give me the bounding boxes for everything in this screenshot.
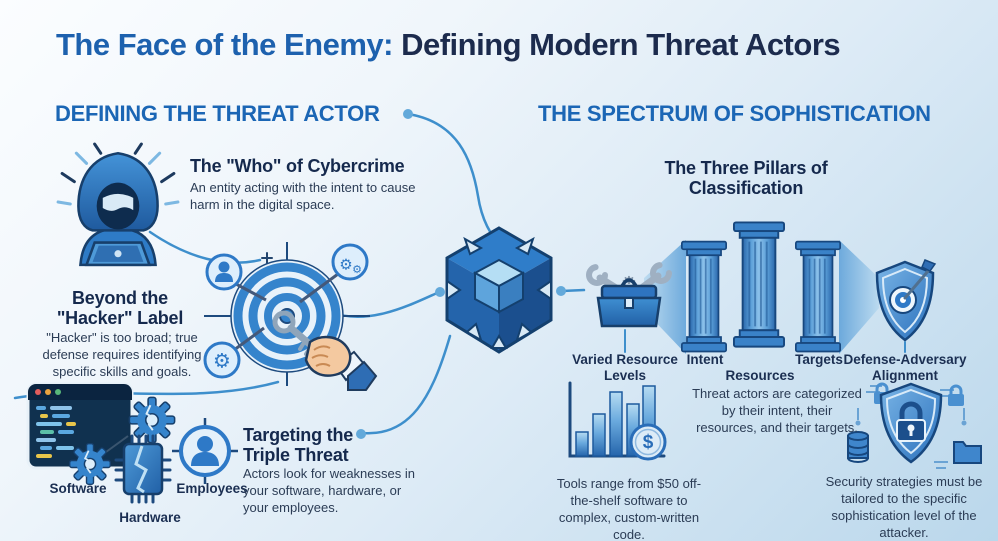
hacker-icon <box>56 142 180 267</box>
employees-icon <box>172 418 238 484</box>
target-icon: ⚙ ⚙ ⚙ <box>203 242 378 391</box>
pillar-icon-resources <box>733 221 785 348</box>
beyond-heading: Beyond the "Hacker" Label <box>56 288 184 329</box>
resource-levels-body: Tools range from $50 off-the-shelf softw… <box>556 476 702 541</box>
targeting-heading: Targeting the Triple Threat <box>243 425 354 466</box>
page-title: The Face of the Enemy: Defining Modern T… <box>56 27 841 63</box>
right-section-header: THE SPECTRUM OF SOPHISTICATION <box>538 101 931 126</box>
svg-text:$: $ <box>643 432 654 453</box>
targets-label: Targets <box>795 352 843 367</box>
shield-target-icon <box>875 259 937 342</box>
right-beam-shape <box>839 240 879 354</box>
targeting-body: Actors look for weaknesses in your softw… <box>243 466 415 515</box>
gears-satellite-icon: ⚙ ⚙ <box>331 243 369 281</box>
beyond-body: "Hacker" is too broad; true defense requ… <box>42 330 202 379</box>
alignment-body: Security strategies must be tailored to … <box>825 474 983 540</box>
svg-text:⚙: ⚙ <box>213 349 231 373</box>
pillars-heading: The Three Pillars of Classification <box>664 158 828 199</box>
pillar-icon-intent <box>681 240 727 353</box>
pillar-icon-targets <box>795 240 841 353</box>
gear-satellite-icon: ⚙ <box>203 341 241 379</box>
svg-text:⚙: ⚙ <box>352 263 362 276</box>
code-window-icon <box>26 382 176 486</box>
resources-label: Resources <box>725 368 795 383</box>
dollar-coin-icon: $ <box>629 423 667 461</box>
hand-icon <box>304 335 378 391</box>
svg-text:⚙: ⚙ <box>339 256 352 274</box>
alignment-label: Defense-Adversary Alignment <box>843 352 967 383</box>
folder-icon <box>953 441 982 464</box>
padlock-icon <box>896 401 926 442</box>
database-icon <box>847 431 869 463</box>
shield-lock-icon <box>847 382 982 469</box>
employees-label: Employees <box>176 481 248 496</box>
toolbox-icon: ⚙ <box>586 262 672 328</box>
who-body: An entity acting with the intent to caus… <box>190 180 416 212</box>
puzzle-cube-icon <box>445 226 553 354</box>
who-heading: The "Who" of Cybercrime <box>190 156 405 176</box>
bar-chart-icon: $ <box>568 381 667 461</box>
left-section-header: DEFINING THE THREAT ACTOR <box>55 101 380 126</box>
cracked-gear-icon <box>68 442 112 486</box>
page-title-highlight: The Face of the Enemy: <box>56 27 393 62</box>
plus-icon <box>261 252 273 264</box>
software-label: Software <box>49 481 107 496</box>
pillars-body: Threat actors are categorized by their i… <box>692 386 862 435</box>
person-satellite-icon <box>205 253 243 291</box>
intent-label: Intent <box>686 352 724 367</box>
hardware-label: Hardware <box>119 510 181 525</box>
chip-icon <box>114 434 172 504</box>
resource-levels-label: Varied Resource Levels <box>572 352 678 383</box>
page-title-rest: Defining Modern Threat Actors <box>392 27 841 62</box>
